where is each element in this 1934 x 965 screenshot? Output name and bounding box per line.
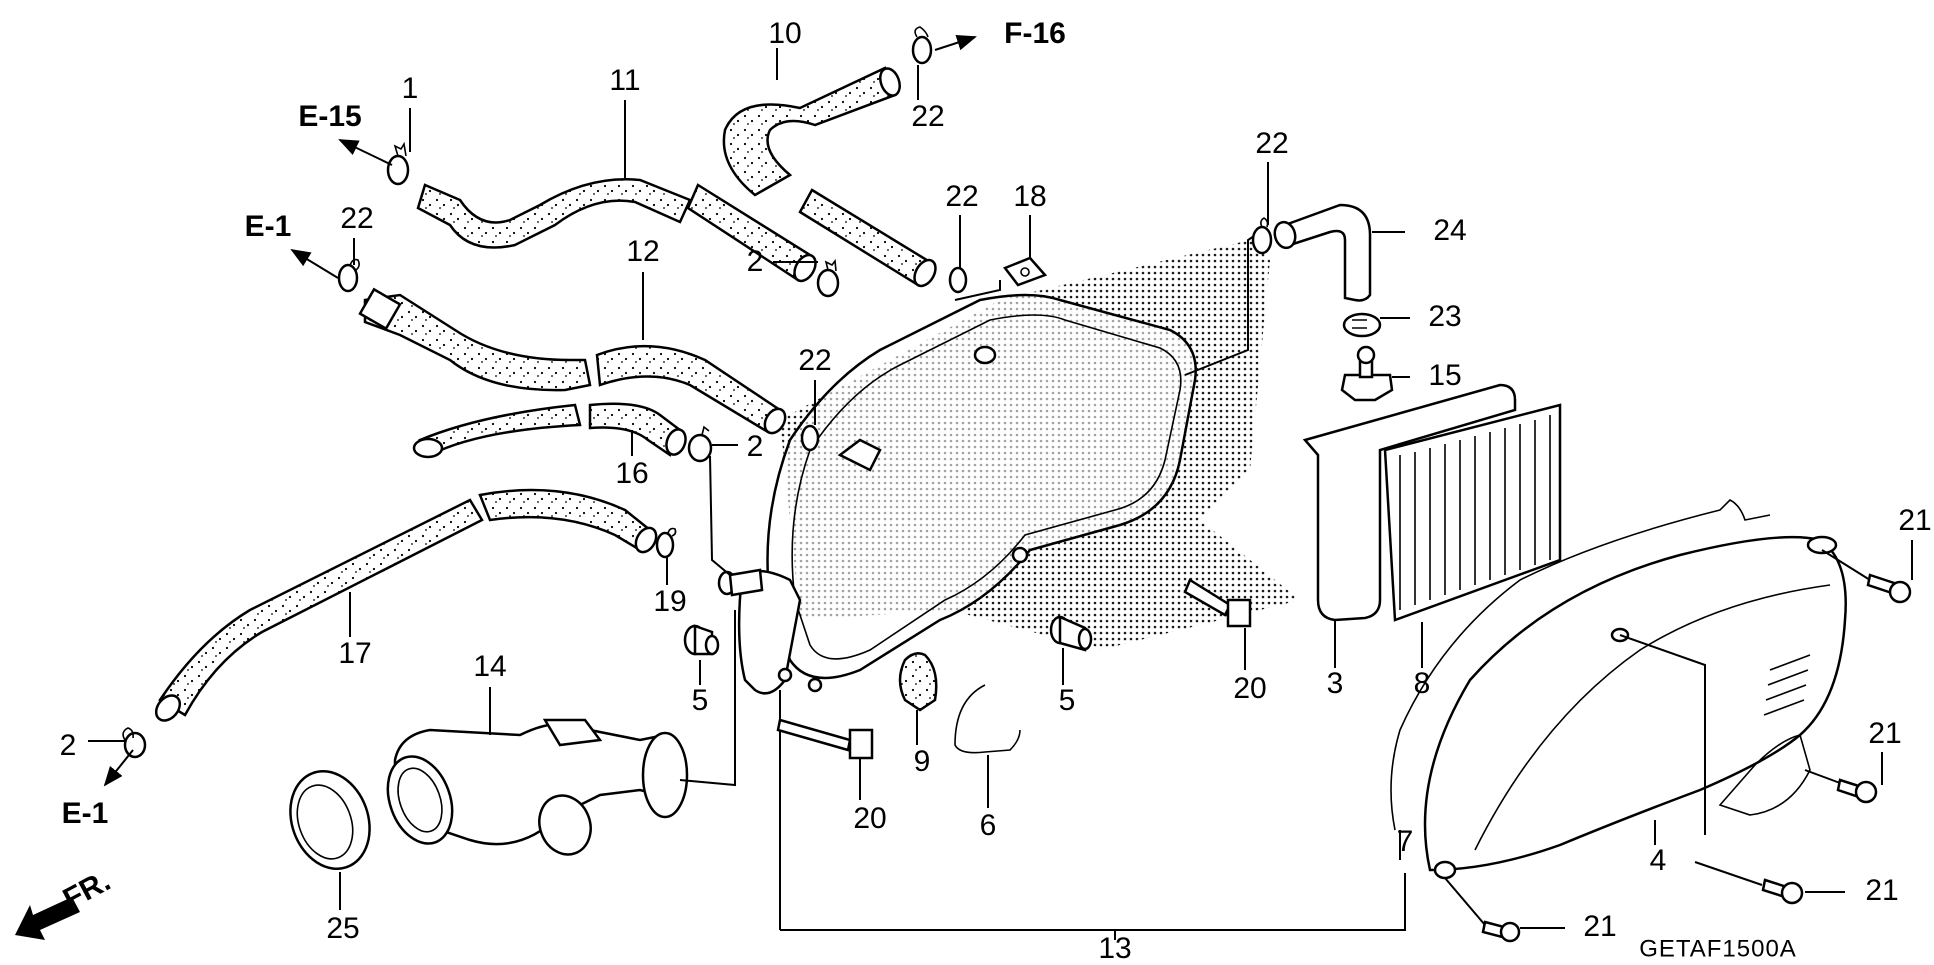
screw-21-d: [1481, 920, 1521, 943]
callout-16: 16: [615, 457, 648, 490]
callout-2-b: 2: [747, 430, 764, 463]
grommet-5-right: [1049, 615, 1093, 652]
diagram-code: GETAF1500A: [1639, 935, 1797, 962]
gasket-7: [1390, 499, 1771, 831]
callout-22-mid: 22: [945, 180, 978, 213]
grommet-5-left: [683, 624, 720, 656]
clip-6: [954, 684, 1021, 754]
callout-12: 12: [626, 235, 659, 268]
air-cleaner-case-13: [717, 240, 1300, 695]
callout-22-case: 22: [798, 344, 831, 377]
callout-14: 14: [473, 650, 506, 683]
callout-22-right: 22: [1255, 127, 1288, 160]
callout-10: 10: [768, 17, 801, 50]
clamp-22-case: [800, 424, 820, 452]
callout-7: 7: [1397, 825, 1414, 858]
bolt-20-left: [776, 718, 874, 760]
clamp-2-b: [687, 425, 713, 463]
band-25: [289, 770, 371, 870]
air-filter-element-8: [1383, 403, 1562, 622]
screw-21-a: [1866, 573, 1912, 604]
hose-12: [358, 287, 787, 435]
clamp-1: [386, 141, 410, 186]
ref-label-e1-bottom[interactable]: E-1: [62, 797, 109, 830]
clamp-23: [1342, 312, 1382, 338]
callout-23: 23: [1428, 300, 1461, 333]
callout-8: 8: [1414, 667, 1431, 700]
hose-24: [1273, 203, 1372, 302]
callout-13: 13: [1098, 932, 1131, 965]
callout-11: 11: [609, 64, 640, 97]
ref-label-e15[interactable]: E-15: [298, 100, 361, 133]
callout-9: 9: [914, 745, 931, 778]
bolt-20-right: [1183, 578, 1252, 628]
element-holder-3: [1302, 383, 1517, 622]
clamp-22-mid: [948, 266, 968, 294]
front-direction-arrow-icon: [15, 897, 80, 940]
callout-22-top: 22: [911, 100, 944, 133]
screw-21-c: [1761, 878, 1804, 905]
clamp-22-top: [911, 26, 933, 65]
drain-plug-15: [1340, 345, 1394, 402]
ref-label-f16[interactable]: F-16: [1004, 17, 1066, 50]
callout-19: 19: [653, 585, 686, 618]
seal-9: [898, 652, 938, 712]
hose-16: [412, 402, 687, 459]
callout-17: 17: [338, 637, 371, 670]
clip-nut-18: [1003, 256, 1048, 287]
callout-1: 1: [402, 72, 419, 105]
ref-label-e1-top[interactable]: E-1: [245, 210, 292, 243]
callout-25: 25: [326, 912, 359, 945]
callout-5-right: 5: [1059, 684, 1076, 717]
connecting-tube-14: [386, 718, 689, 856]
callout-5-left: 5: [692, 684, 709, 717]
callout-4: 4: [1650, 844, 1667, 877]
clamp-19: [655, 527, 677, 559]
callout-2-c: 2: [60, 729, 77, 762]
callout-21-a: 21: [1898, 504, 1931, 537]
callout-6: 6: [980, 809, 997, 842]
hose-17: [154, 488, 658, 722]
callout-21-c: 21: [1865, 874, 1898, 907]
clamp-2-a: [816, 258, 840, 298]
callout-21-b: 21: [1868, 717, 1901, 750]
air-cleaner-cover-4: [1423, 535, 1847, 880]
callout-15: 15: [1428, 359, 1461, 392]
callout-2-a: 2: [747, 245, 764, 278]
callout-18: 18: [1013, 180, 1046, 213]
callout-3: 3: [1327, 667, 1344, 700]
screw-21-b: [1836, 778, 1878, 804]
callout-24: 24: [1433, 214, 1466, 247]
clamp-2-c: [122, 727, 147, 759]
hose-10: [722, 66, 937, 288]
clamp-22-e1: [337, 258, 360, 293]
callout-21-d: 21: [1583, 910, 1616, 943]
callout-22-e1: 22: [340, 202, 373, 235]
callout-20-left: 20: [853, 802, 886, 835]
callout-20-right: 20: [1233, 672, 1266, 705]
